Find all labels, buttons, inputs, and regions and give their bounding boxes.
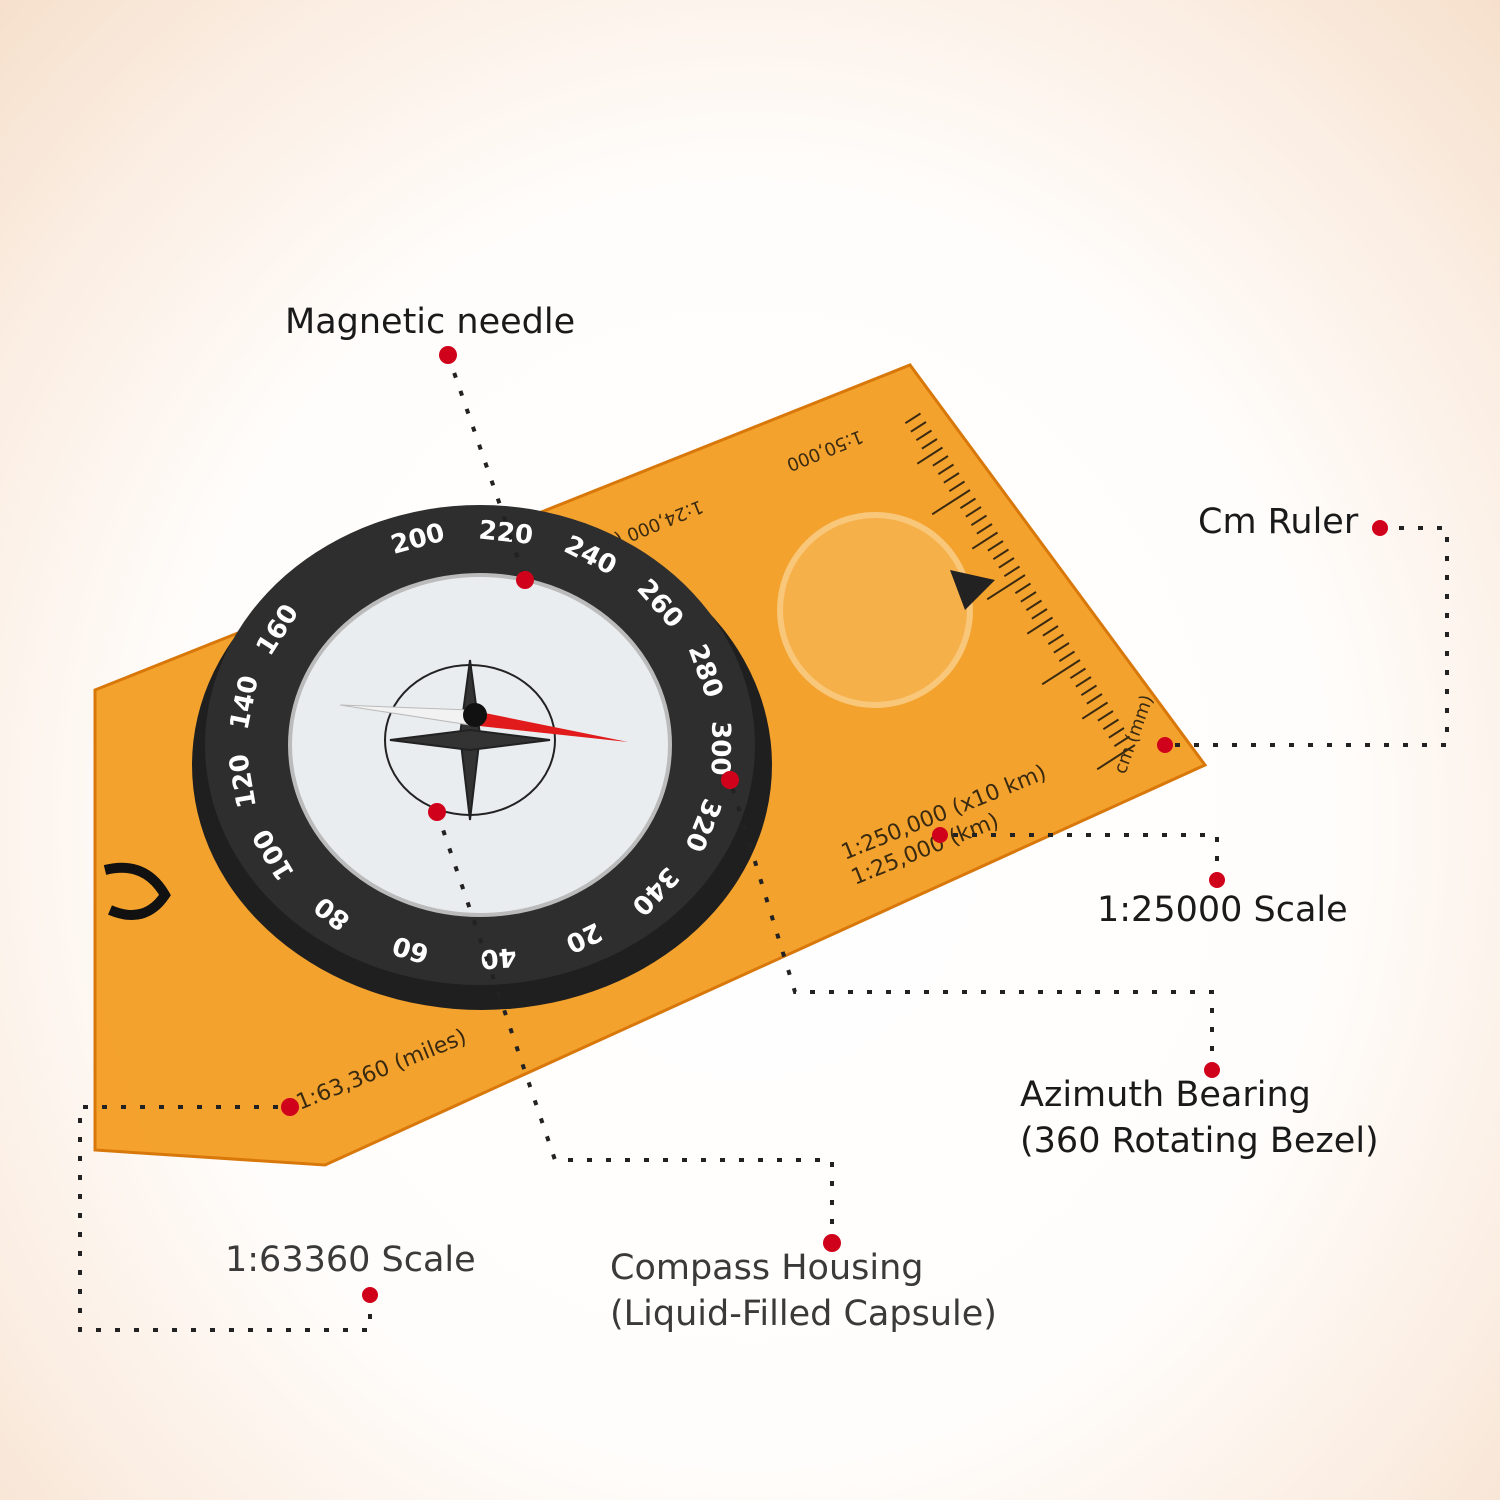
label-cm-ruler: Cm Ruler: [1198, 502, 1359, 542]
magnifier-lens: [777, 512, 973, 708]
ruler-tick: [992, 548, 1010, 561]
label-compass-housing: Compass Housing (Liquid-Filled Capsule): [610, 1245, 997, 1337]
ruler-tick: [959, 497, 977, 510]
label-25000-scale: 1:25000 Scale: [1097, 890, 1348, 930]
ruler-tick: [1096, 744, 1136, 771]
label-63360-scale: 1:63360 Scale: [225, 1240, 476, 1280]
ruler-tick: [986, 574, 1026, 601]
ruler-tick: [910, 421, 927, 433]
ruler-tick: [1113, 735, 1131, 748]
ruler-tick: [965, 506, 982, 518]
ruler-tick: [1075, 676, 1092, 688]
ruler-tick: [1102, 718, 1120, 731]
magnetic-needle: [339, 703, 628, 742]
bezel-number: 300: [705, 721, 736, 776]
callout-lines: [78, 354, 1449, 1332]
azimuth-line2: (360 Rotating Bezel): [1020, 1121, 1379, 1161]
ruler-tick: [1014, 582, 1032, 595]
ruler-tick: [976, 523, 993, 535]
ruler-tick: [916, 446, 944, 465]
lanyard-cord: [103, 862, 171, 920]
callout-dots: [281, 346, 1388, 1303]
bezel-number: 220: [477, 515, 534, 551]
ruler-tick: [987, 540, 1004, 552]
ruler-tick: [1047, 633, 1065, 646]
label-azimuth-bearing: Azimuth Bearing (360 Rotating Bezel): [1020, 1072, 1379, 1164]
ruler-tick: [1003, 565, 1021, 578]
ruler-tick: [1020, 591, 1037, 603]
ruler-tick: [1031, 608, 1048, 620]
ruler-tick: [931, 489, 971, 516]
cm-ruler-ticks: [904, 412, 1136, 771]
ruler-tick: [1025, 599, 1043, 612]
housing-line2: (Liquid-Filled Capsule): [610, 1294, 997, 1334]
ruler-tick: [904, 412, 922, 425]
ruler-tick: [1041, 659, 1081, 686]
ruler-tick: [1042, 625, 1059, 637]
ruler-tick: [1058, 650, 1076, 663]
ruler-tick: [971, 531, 999, 550]
ruler-tick: [1086, 693, 1103, 705]
ruler-tick: [937, 463, 955, 476]
ruler-tick: [1108, 727, 1125, 739]
ruler-tick: [943, 472, 960, 484]
azimuth-line1: Azimuth Bearing: [1020, 1075, 1311, 1115]
ruler-tick: [1026, 616, 1054, 635]
ruler-tick: [1097, 710, 1114, 722]
ruler-tick: [921, 438, 938, 450]
ruler-tick: [948, 480, 966, 493]
compass-rose-icon: [384, 659, 556, 821]
ruler-tick: [970, 514, 988, 527]
ruler-tick: [1069, 667, 1087, 680]
label-magnetic-needle: Magnetic needle: [285, 302, 576, 342]
ruler-tick: [1053, 642, 1070, 654]
ruler-tick: [915, 429, 933, 442]
ruler-tick: [1081, 701, 1109, 720]
direction-arrow-icon: [950, 570, 995, 610]
housing-line1: Compass Housing: [610, 1248, 924, 1288]
ruler-tick: [932, 455, 949, 467]
ruler-tick: [1080, 684, 1098, 697]
ruler-tick: [998, 557, 1015, 569]
